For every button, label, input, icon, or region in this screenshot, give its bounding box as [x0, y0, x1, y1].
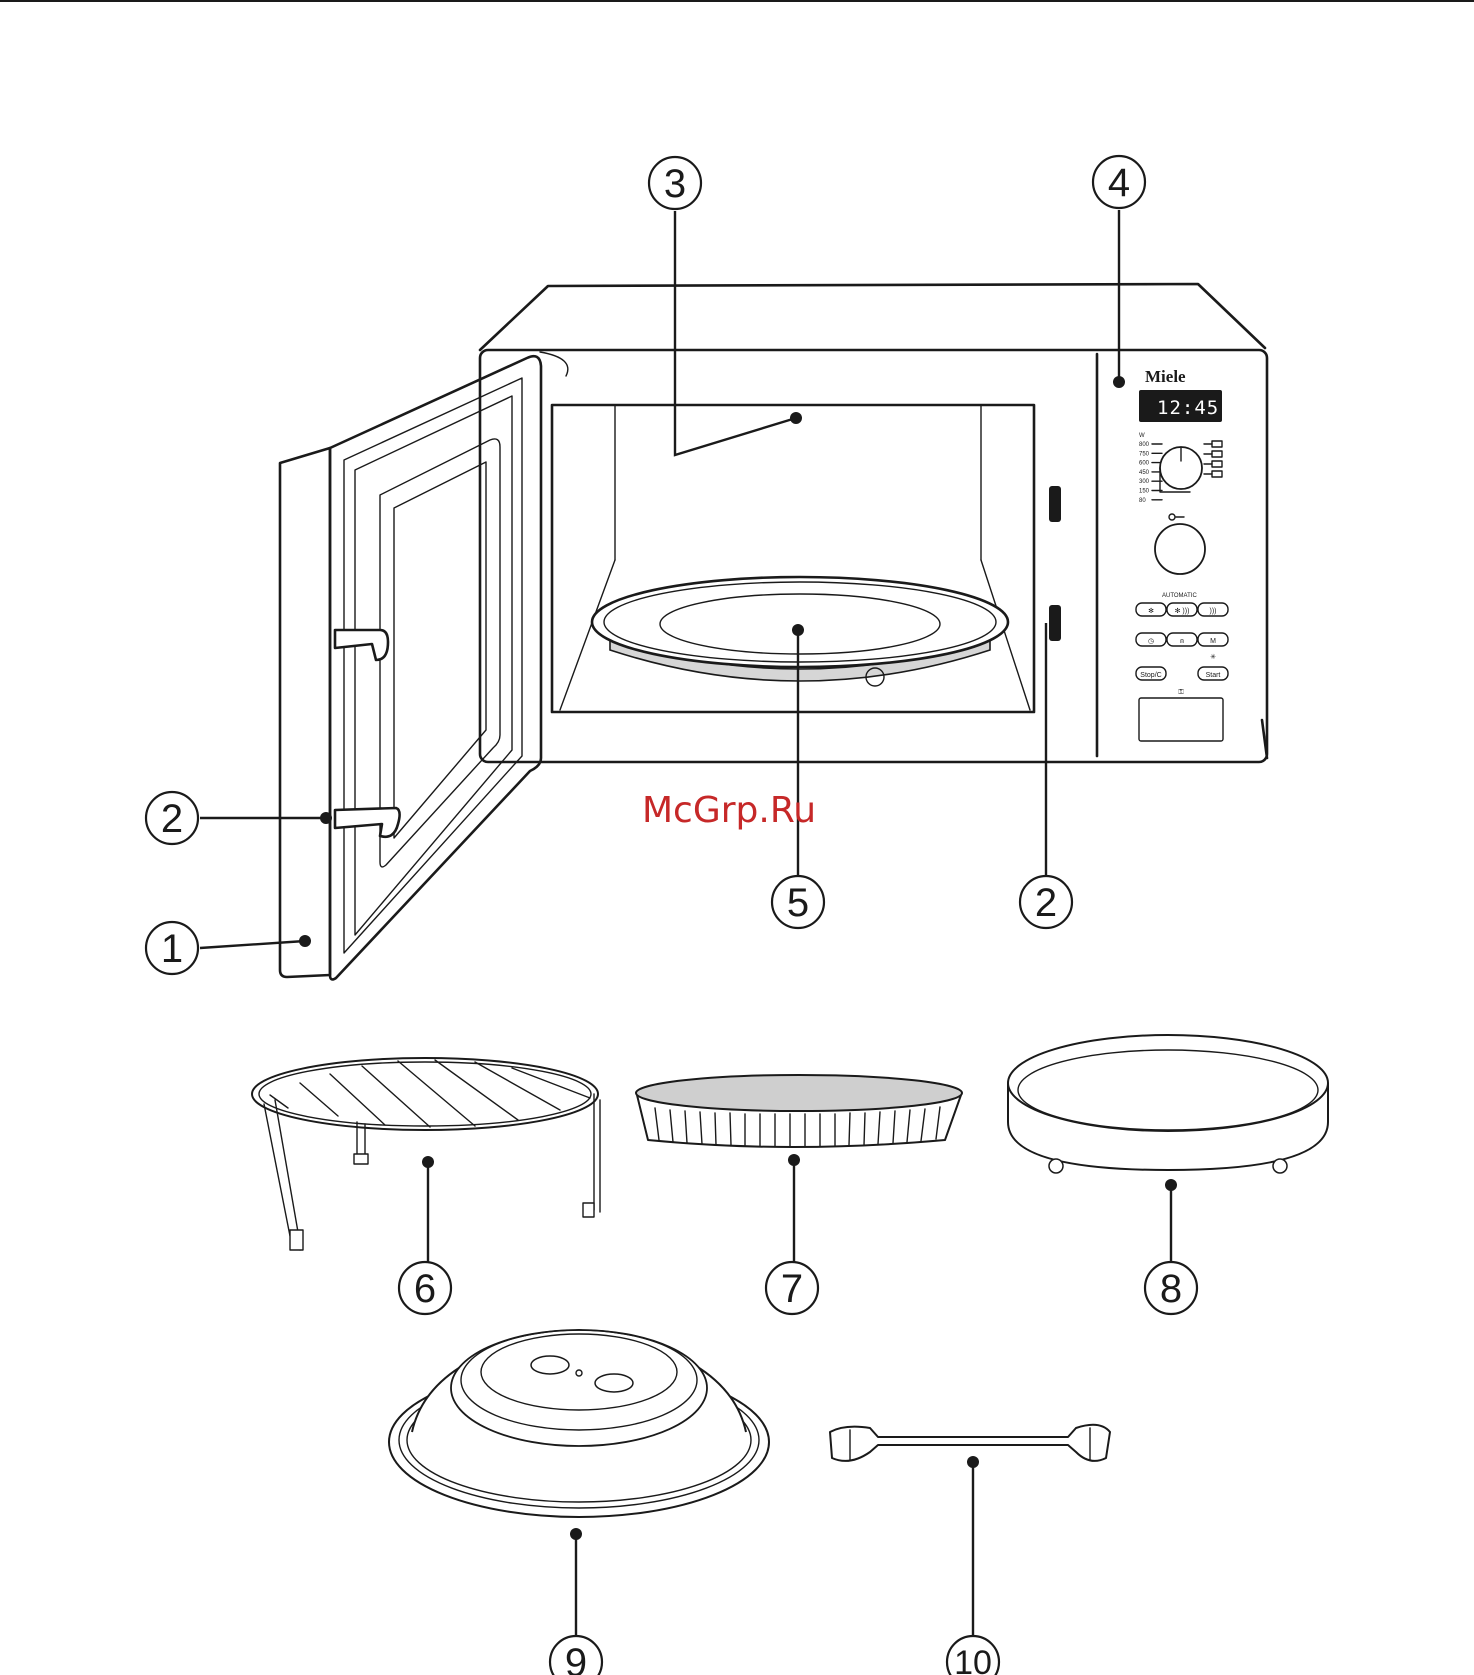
svg-text:6: 6 [414, 1267, 436, 1311]
memory-button-label: M [1210, 638, 1216, 645]
callout-7: 7 [766, 1262, 818, 1314]
svg-text:2: 2 [161, 797, 183, 841]
timer-knob[interactable] [1155, 524, 1205, 574]
svg-text:8: 8 [1160, 1267, 1182, 1311]
turntable-ring [1008, 1035, 1328, 1173]
svg-text:4: 4 [1108, 161, 1130, 205]
callout-1: 1 [146, 922, 198, 974]
automatic-label: AUTOMATIC [1162, 593, 1197, 599]
watermark: McGrp.Ru [642, 790, 816, 831]
microwave-oven [480, 284, 1267, 762]
power-level-label: 450 [1139, 470, 1150, 476]
power-unit-label: W [1139, 433, 1145, 439]
svg-text:2: 2 [1035, 881, 1057, 925]
svg-text:))): ))) [1210, 608, 1217, 615]
power-level-label: 300 [1139, 479, 1150, 485]
plate-cover [389, 1330, 769, 1517]
power-level-label: 80 [1139, 498, 1146, 504]
svg-text:5: 5 [787, 881, 809, 925]
wire-rack [252, 1058, 600, 1250]
callout-3: 3 [649, 157, 701, 209]
svg-text:⚿: ⚿ [1178, 689, 1184, 696]
stop-button-label: Stop/C [1140, 672, 1161, 679]
svg-text:3: 3 [664, 162, 686, 206]
svg-text:✻ ))): ✻ ))) [1175, 607, 1190, 615]
flan-dish [636, 1075, 962, 1147]
start-button-label: Start [1206, 672, 1221, 679]
svg-text:✻: ✻ [1148, 607, 1154, 615]
callout-4: 4 [1093, 156, 1145, 208]
control-panel: Miele 12:45 W 800 750 600 450 300 150 80 AUTOM… [1136, 367, 1228, 741]
function-symbols [1204, 441, 1222, 477]
callout-9: 9 [550, 1636, 602, 1675]
panel-display-time: 12:45 [1157, 397, 1219, 419]
callout-2-door: 2 [146, 792, 198, 844]
svg-text:✳: ✳ [1210, 653, 1216, 661]
callout-6: 6 [399, 1262, 451, 1314]
power-level-label: 150 [1139, 489, 1150, 495]
microwave-door [280, 356, 541, 979]
callout-5: 5 [772, 876, 824, 928]
power-scale: 800 750 600 450 300 150 80 [1139, 442, 1162, 504]
power-level-label: 600 [1139, 461, 1150, 467]
svg-text:⍝: ⍝ [1180, 638, 1184, 645]
panel-brand: Miele [1145, 367, 1186, 386]
svg-text:10: 10 [954, 1644, 992, 1675]
power-level-label: 750 [1139, 451, 1150, 457]
callout-8: 8 [1145, 1262, 1197, 1314]
callout-10: 10 [947, 1636, 999, 1675]
rotisserie-spit [830, 1425, 1110, 1461]
door-release-button[interactable] [1139, 698, 1223, 741]
svg-text:1: 1 [161, 927, 183, 971]
callout-2-frame: 2 [1020, 876, 1072, 928]
power-level-label: 800 [1139, 442, 1150, 448]
svg-text:7: 7 [781, 1267, 803, 1311]
svg-text:◷: ◷ [1148, 638, 1154, 645]
svg-text:9: 9 [565, 1641, 587, 1675]
